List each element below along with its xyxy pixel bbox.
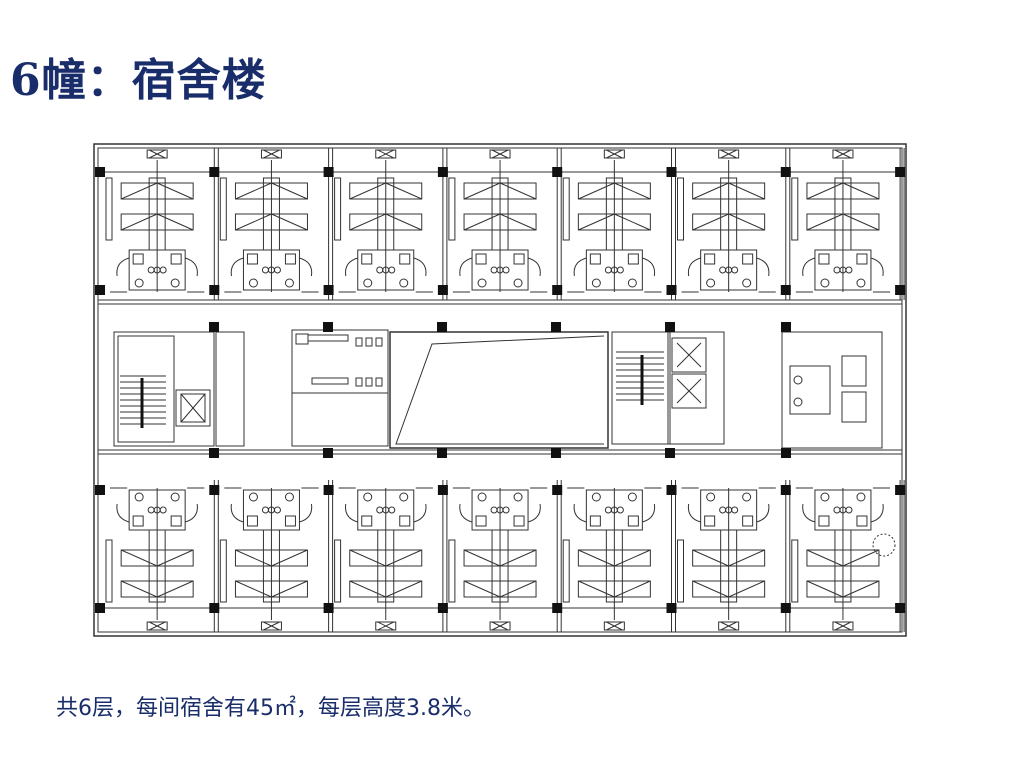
structural-column — [95, 603, 105, 613]
toilet-stall — [376, 378, 382, 386]
dorm-room — [559, 148, 675, 300]
structural-column — [895, 167, 906, 177]
slide-caption: 共6层，每间宿舍有45㎡，每层高度3.8米。 — [56, 696, 485, 721]
structural-column — [437, 603, 448, 613]
structural-column — [666, 603, 677, 613]
structural-column — [665, 448, 675, 458]
inner-wall — [98, 148, 902, 632]
structural-column — [666, 167, 677, 177]
structural-column — [780, 603, 791, 613]
central-atrium — [390, 332, 608, 448]
structural-column — [323, 603, 334, 613]
structural-column — [666, 485, 677, 495]
structural-column — [552, 603, 563, 613]
right-stairwell — [612, 332, 724, 444]
structural-column — [437, 448, 447, 458]
structural-column — [209, 322, 219, 332]
left-stairwell — [114, 332, 244, 446]
structural-column — [323, 167, 334, 177]
structural-column — [895, 603, 906, 613]
public-toilet — [292, 330, 388, 446]
structural-column — [209, 448, 219, 458]
structural-column — [209, 285, 220, 295]
structural-column — [552, 485, 563, 495]
structural-column — [95, 485, 105, 495]
structural-column — [95, 285, 105, 295]
dorm-room — [216, 148, 332, 300]
structural-column — [780, 485, 791, 495]
structural-column — [665, 322, 675, 332]
structural-column — [666, 285, 677, 295]
structural-column — [323, 485, 334, 495]
structural-column — [323, 285, 334, 295]
elevator-right-2 — [672, 374, 706, 408]
structural-column — [780, 167, 791, 177]
structural-column — [437, 167, 448, 177]
stair-circle — [873, 534, 895, 556]
dorm-room — [559, 480, 675, 632]
structural-column — [437, 485, 448, 495]
structural-column — [780, 285, 791, 295]
structural-column — [552, 285, 563, 295]
dorm-room — [216, 480, 332, 632]
slide-title: 6幢：宿舍楼 — [10, 55, 267, 106]
end-room — [782, 332, 882, 448]
toilet-stall — [366, 338, 372, 346]
structural-column — [895, 285, 906, 295]
elevator-right-1 — [672, 338, 706, 372]
dorm-room — [102, 480, 218, 632]
dorm-room — [674, 148, 790, 300]
dorm-room — [331, 148, 447, 300]
dorm-room — [445, 480, 561, 632]
toilet-stall — [376, 338, 382, 346]
dorm-room — [788, 148, 904, 300]
structural-column — [552, 167, 563, 177]
outer-wall — [94, 144, 906, 636]
elevator-left — [176, 390, 210, 426]
structural-column — [437, 285, 448, 295]
structural-column — [209, 167, 220, 177]
structural-column — [209, 603, 220, 613]
structural-column — [895, 485, 906, 495]
structural-column — [209, 485, 220, 495]
structural-column — [551, 448, 561, 458]
dorm-room — [331, 480, 447, 632]
structural-column — [95, 167, 105, 177]
structural-column — [551, 322, 561, 332]
toilet-stall — [356, 338, 362, 346]
toilet-stall — [356, 378, 362, 386]
dorm-room — [674, 480, 790, 632]
structural-column — [781, 448, 791, 458]
structural-column — [323, 448, 333, 458]
dorm-room — [445, 148, 561, 300]
structural-column — [781, 322, 791, 332]
structural-column — [323, 322, 333, 332]
dorm-room — [102, 148, 218, 300]
structural-column — [437, 322, 447, 332]
toilet-stall — [366, 378, 372, 386]
dorm-room — [788, 480, 904, 632]
